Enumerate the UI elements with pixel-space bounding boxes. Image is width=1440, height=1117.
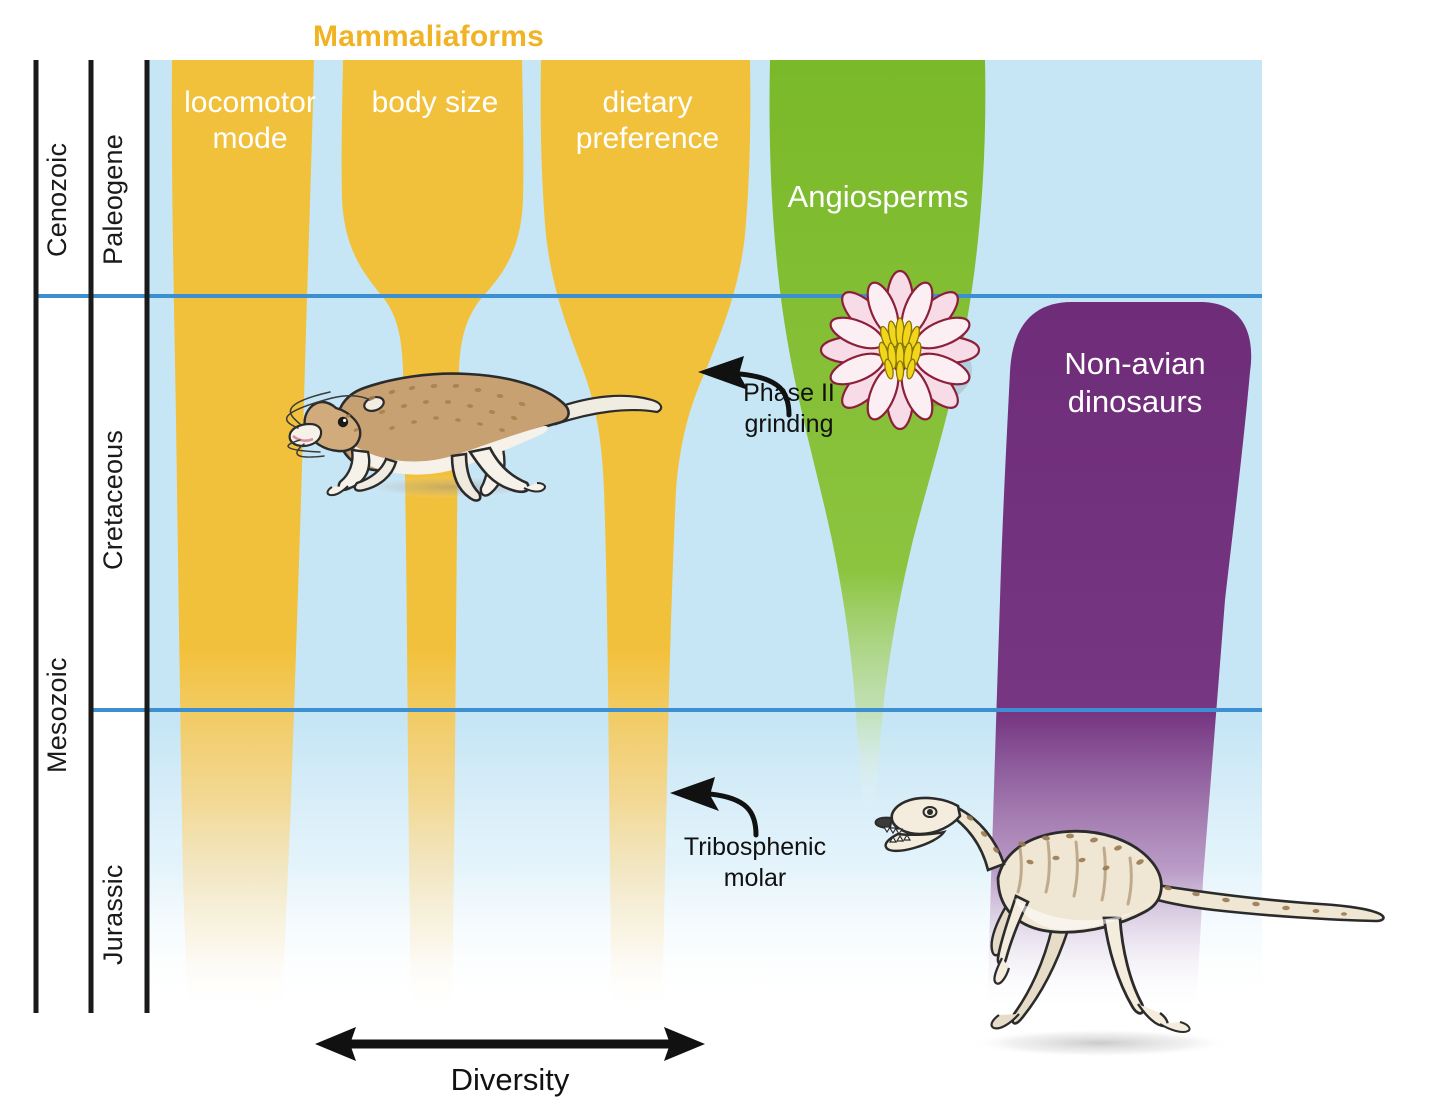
band-shape-dietary-preference [540,60,751,1013]
annotation-arrow-tribosphenic-molar [670,777,759,838]
annotation-tribosphenic-molar: Tribosphenic molar [683,833,827,892]
band-shape-body-size [341,60,524,1013]
page-title: Mammaliaforms [313,20,545,53]
period-label-paleogene: Paleogene [98,134,128,266]
period-label-jurassic: Jurassic [98,864,128,966]
diversity-axis-label: Diversity [450,1062,570,1097]
era-label-cenozoic: Cenozoic [42,142,72,258]
mammal-illustration [285,372,663,502]
angiosperm-flower-illustration [819,269,981,431]
band-shape-angiosperms [769,60,986,812]
band-shape-locomotor-mode [171,60,314,1013]
diversity-axis-arrow [315,1027,705,1061]
era-label-mesozoic: Mesozoic [42,657,72,773]
dinosaur-illustration [874,796,1385,1057]
annotation-phase-ii-grinding: Phase II grinding [743,379,835,438]
annotation-arrow-phase-ii [698,356,792,418]
period-label-cretaceous: Cretaceous [98,429,128,571]
